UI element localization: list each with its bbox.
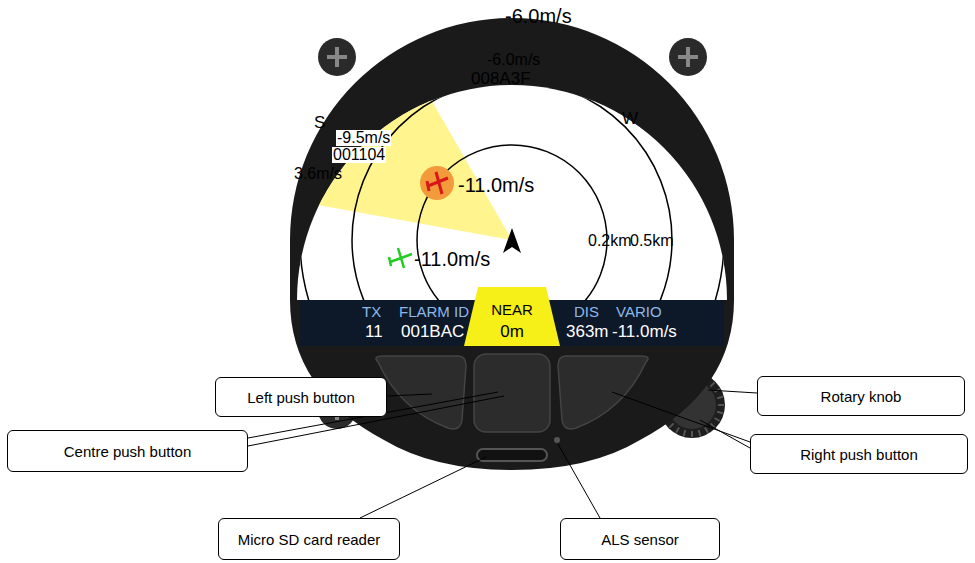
screen-text: -6.0m/s bbox=[487, 52, 540, 68]
callout-text: Centre push button bbox=[64, 443, 192, 460]
screen-text: DIS bbox=[574, 304, 599, 319]
callout-text: ALS sensor bbox=[601, 531, 679, 548]
near-tab bbox=[464, 287, 560, 346]
callout-box: Centre push button bbox=[7, 430, 248, 472]
callout-text: Micro SD card reader bbox=[238, 531, 381, 548]
screen-text: -11.0m/s bbox=[458, 175, 534, 195]
screen-text: TX bbox=[362, 304, 381, 319]
callout-box: Micro SD card reader bbox=[218, 518, 400, 560]
callout-box: Right push button bbox=[750, 434, 968, 474]
screen-text: 0.2km bbox=[588, 233, 632, 249]
screen-text: S bbox=[314, 114, 325, 131]
screen-text: 0.5km bbox=[630, 233, 674, 249]
screen-text: W bbox=[622, 110, 638, 127]
screen-text: VARIO bbox=[616, 304, 662, 319]
screen-text: 001104 bbox=[332, 147, 386, 163]
als-sensor bbox=[554, 437, 560, 443]
screen-text: 008A3F bbox=[471, 70, 531, 87]
screen-text: 0m bbox=[500, 323, 524, 340]
callout-text: Rotary knob bbox=[821, 388, 902, 405]
info-bar bbox=[300, 300, 724, 346]
screen-text: -11.0m/s bbox=[414, 249, 490, 269]
screen-text: NEAR bbox=[491, 302, 533, 317]
screen-text: 363m bbox=[566, 323, 609, 340]
callout-box: ALS sensor bbox=[560, 518, 720, 560]
callout-box: Rotary knob bbox=[757, 376, 965, 416]
sd-card-slot bbox=[477, 449, 547, 461]
screen-text: FLARM ID bbox=[399, 304, 469, 319]
callout-box: Left push button bbox=[215, 377, 387, 417]
callout-text: Right push button bbox=[800, 446, 918, 463]
screen-text: -6.0m/s bbox=[505, 6, 572, 26]
screen-text: 001BAC bbox=[401, 323, 464, 340]
callout-text: Left push button bbox=[247, 389, 355, 406]
screen-text: 3.6m/s bbox=[294, 166, 342, 182]
screen-text: 11 bbox=[365, 323, 383, 340]
screen-text: -9.5m/s bbox=[336, 130, 391, 146]
screen-text: -11.0m/s bbox=[612, 323, 677, 340]
push-buttons bbox=[376, 354, 648, 432]
